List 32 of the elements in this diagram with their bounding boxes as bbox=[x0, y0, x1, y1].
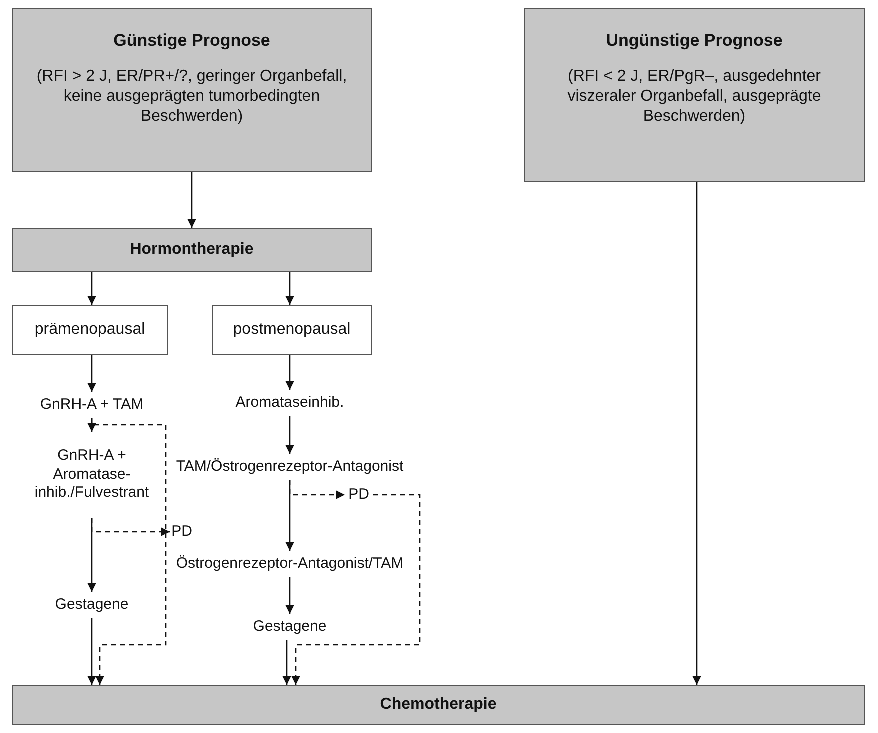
arrow bbox=[87, 618, 97, 685]
dashed-arrow bbox=[91, 518, 170, 537]
box-heading: prämenopausal bbox=[34, 321, 146, 339]
step-label: TAM/Östrogenrezeptor-Antagonist bbox=[176, 458, 404, 476]
arrow bbox=[285, 355, 295, 390]
step-label: Gestagene bbox=[55, 596, 129, 614]
arrow bbox=[87, 355, 97, 392]
arrow bbox=[282, 640, 292, 685]
prognosis-box bbox=[12, 8, 372, 172]
arrow bbox=[285, 577, 295, 614]
prognosis-box bbox=[524, 8, 865, 182]
box-heading: Chemotherapie bbox=[380, 696, 497, 714]
box-heading: Ungünstige Prognose bbox=[606, 31, 783, 51]
arrow bbox=[692, 182, 702, 685]
status-box bbox=[212, 305, 372, 355]
dashed-arrow bbox=[289, 480, 345, 500]
status-box bbox=[12, 305, 168, 355]
therapy-bar bbox=[12, 228, 372, 272]
dashed-arrow bbox=[291, 494, 421, 685]
arrow bbox=[285, 272, 295, 305]
arrow bbox=[285, 416, 295, 454]
box-heading: Hormontherapie bbox=[130, 241, 254, 259]
therapy-bar bbox=[12, 685, 865, 725]
box-heading: postmenopausal bbox=[233, 321, 351, 339]
arrow bbox=[187, 172, 197, 228]
box-description: (RFI > 2 J, ER/PR+/?, geringer Organbefall, keine ausgeprägten tumorbedingten Beschwerden) bbox=[36, 67, 348, 127]
step-label: Östrogenrezeptor-Antagonist/TAM bbox=[176, 554, 404, 574]
dashed-arrow bbox=[91, 418, 167, 685]
box-heading: Günstige Prognose bbox=[114, 31, 270, 51]
box-description: (RFI < 2 J, ER/PgR–, ausgedehnter viszeraler Organbefall, ausgeprägte Beschwerden) bbox=[566, 67, 822, 127]
arrow bbox=[87, 272, 97, 305]
step-label: Gestagene bbox=[253, 618, 327, 636]
